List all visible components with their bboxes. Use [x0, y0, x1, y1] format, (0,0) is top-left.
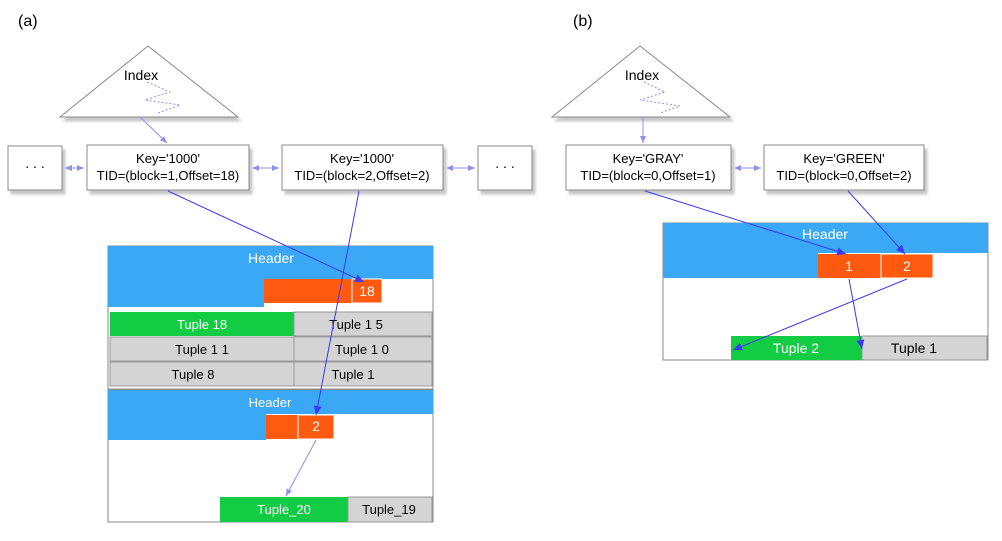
index-to-entry-link-a — [139, 116, 168, 144]
panel-a: (a) Index . . . Key='1000' TID=(block=1,… — [7, 13, 533, 523]
tid-arrow-a2 — [313, 190, 360, 416]
tuple-b1-label: Tuple 1 — [891, 340, 937, 356]
entry-a2-tid: TID=(block=2,Offset=2) — [294, 168, 429, 183]
tuple-15 — [293, 311, 433, 337]
tuple-15-label: Tuple 1 5 — [329, 317, 383, 332]
tuple-20-label: Tuple_20 — [257, 502, 311, 517]
pageb-slot-2 — [880, 253, 934, 279]
entry-a1-key: Key='1000' — [136, 151, 200, 166]
tuple-8 — [109, 361, 295, 387]
tuple-10-label: Tuple 1 0 — [335, 342, 389, 357]
tuple-18-label: Tuple 18 — [177, 317, 227, 332]
index-entry-1000-block1: Key='1000' TID=(block=1,Offset=18) — [86, 144, 250, 191]
tuple-8-label: Tuple 8 — [172, 367, 215, 382]
page1-slot-label: 18 — [359, 283, 375, 299]
index-entry-green: Key='GREEN' TID=(block=0,Offset=2) — [763, 144, 925, 191]
pageb-header-label: Header — [802, 226, 848, 242]
page2-header-label: Header — [249, 395, 292, 410]
heap-page-2: Header 2 Tuple_20 Tuple_19 — [107, 389, 434, 523]
entry-b2-key: Key='GREEN' — [803, 151, 884, 166]
pageb-slot-2-label: 2 — [903, 258, 911, 274]
tuple-2 — [731, 336, 862, 360]
entry-a1-tid: TID=(block=1,Offset=18) — [97, 168, 239, 183]
tuple-19 — [347, 496, 433, 523]
ellipsis-left-text: . . . — [25, 155, 44, 171]
index-entry-gray: Key='GRAY' TID=(block=0,Offset=1) — [565, 144, 732, 191]
tuple-10 — [293, 336, 433, 362]
pageb-slot-1-label: 1 — [845, 258, 853, 274]
panel-b-label: (b) — [573, 13, 593, 30]
page1-header-label: Header — [248, 250, 294, 266]
page2-slot-label: 2 — [312, 418, 320, 434]
panel-a-label: (a) — [18, 13, 38, 30]
page2-header-bar — [108, 390, 433, 414]
entry-b1-tid: TID=(block=0,Offset=1) — [580, 168, 715, 183]
page1-slot-empty — [264, 279, 352, 303]
entry-b1-key: Key='GRAY' — [613, 151, 684, 166]
tuple-b1 — [861, 335, 988, 361]
entry-a2-key: Key='1000' — [330, 151, 394, 166]
ellipsis-right-text: . . . — [495, 155, 514, 171]
index-triangle-a: Index — [58, 45, 240, 118]
entry-b2-tid: TID=(block=0,Offset=2) — [776, 168, 911, 183]
index-triangle-b: Index — [550, 45, 732, 118]
page2-slot-empty — [266, 415, 298, 439]
tid-arrow-b1 — [644, 190, 847, 256]
slot1-to-tuple1-arrow — [848, 278, 865, 350]
tuple-20 — [220, 497, 348, 522]
tuple-1-label: Tuple 1 — [332, 367, 375, 382]
pageb-slot-1 — [818, 254, 881, 278]
panel-b: (b) Index Key='GRAY' TID=(block=0,Offset… — [550, 13, 989, 361]
tid-arrow-a1 — [167, 190, 365, 283]
slot-to-tuple-arrow-a — [285, 439, 317, 497]
index-entry-1000-block2: Key='1000' TID=(block=2,Offset=2) — [281, 144, 444, 191]
ellipsis-box-left: . . . — [7, 145, 63, 191]
index-label-a: Index — [124, 67, 158, 83]
tuple-2-label: Tuple 2 — [773, 340, 819, 356]
page2-slot-2 — [297, 414, 335, 440]
heap-page-b: Header 1 2 Tuple 2 Tuple 1 — [662, 222, 989, 361]
ellipsis-box-right: . . . — [477, 145, 533, 191]
slot2-to-tuple2-arrow — [732, 278, 908, 351]
heap-page-1: Header 18 Tuple 18 Tuple 1 5 Tuple 1 1 T… — [107, 245, 434, 390]
tuple-1 — [293, 361, 433, 387]
page1-slot-18 — [351, 278, 383, 304]
index-label-b: Index — [625, 67, 659, 83]
tuple-11-label: Tuple 1 1 — [175, 342, 229, 357]
tid-arrow-b2 — [847, 190, 906, 255]
page1-header-bar — [108, 246, 433, 279]
tuple-19-label: Tuple_19 — [362, 502, 416, 517]
tuple-18 — [110, 312, 294, 336]
